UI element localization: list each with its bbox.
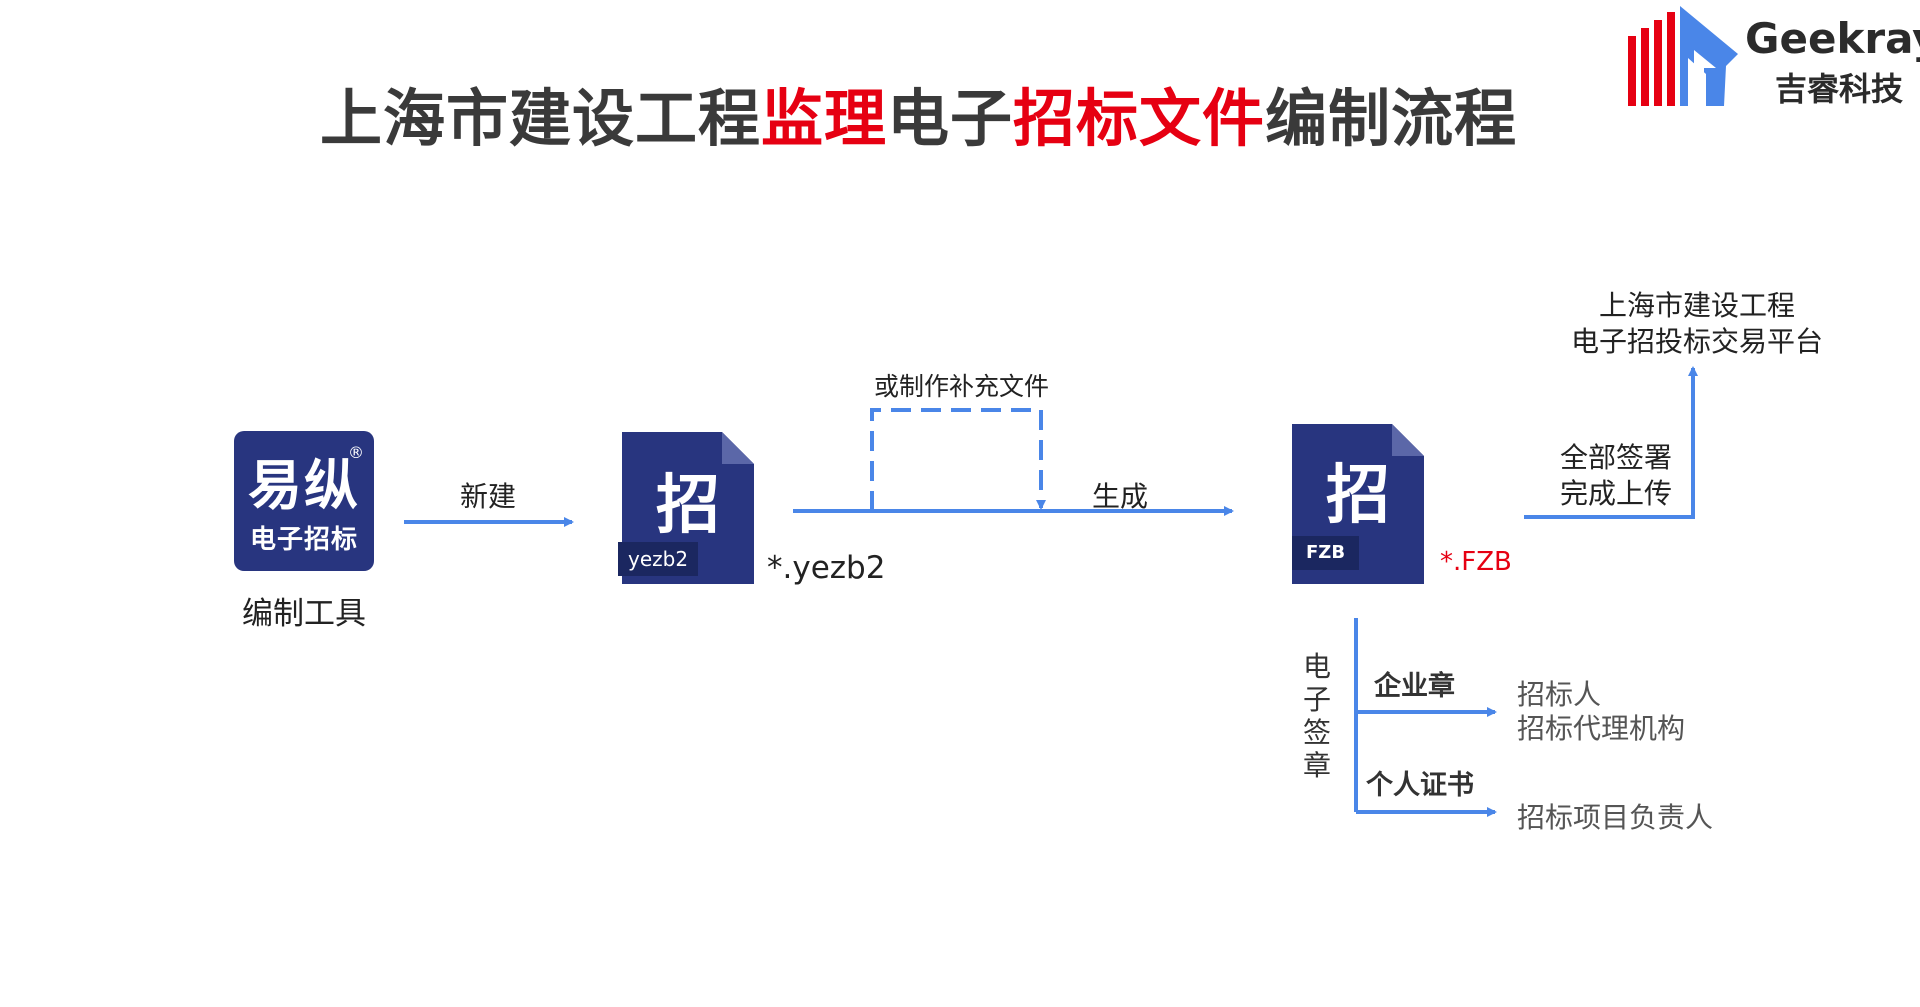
fzb-file-icon: 招 FZB [1292,424,1424,584]
title-part-2: 监理 [761,82,888,155]
file-icon-char: 招 [656,468,720,543]
page-title: 上海市建设工程监理电子招标文件编制流程 [320,68,1517,158]
yizong-app-icon: 易纵 ® 电子招标 [234,431,374,571]
supplement-dashed-loop [870,408,1046,511]
registered-mark: ® [348,443,364,462]
upload-step-label: 全部签署 完成上传 [1560,440,1672,512]
enterprise-target-tenderer: 招标人 [1517,678,1602,711]
enterprise-target-agency: 招标代理机构 [1517,712,1686,745]
personal-target-project-lead: 招标项目负责人 [1517,801,1714,834]
supplement-step-label: 或制作补充文件 [874,372,1050,401]
new-step-label: 新建 [460,480,517,513]
brand-name-cn: 吉睿科技 [1775,70,1904,108]
e-signature-vertical-label: 电子签章 [1302,650,1331,782]
file-icon-char: 招 [1326,458,1390,533]
upload-step-line-2: 完成上传 [1560,477,1673,510]
tool-label: 编制工具 [242,596,366,632]
personal-cert-label: 个人证书 [1366,770,1474,801]
title-part-4: 招标文件 [1013,82,1266,155]
title-part-5: 编制流程 [1265,82,1518,155]
upload-arrow [1524,366,1698,519]
file-tag: FZB [1292,536,1360,570]
upload-step-line-1: 全部签署 [1560,441,1673,474]
yezb2-file-icon: 招 yezb2 [618,432,754,584]
title-part-1: 上海市建设工程 [320,82,762,155]
platform-line-2: 电子招投标交易平台 [1570,325,1823,358]
title-part-3: 电子 [887,82,1014,155]
geekray-logo-icon [1628,6,1738,106]
app-icon-sub-text: 电子招标 [249,525,358,555]
enterprise-seal-label: 企业章 [1374,671,1455,702]
trading-platform-label: 上海市建设工程 电子招投标交易平台 [1562,288,1832,360]
fzb-extension-label: *.FZB [1440,547,1512,577]
file-tag: yezb2 [618,542,699,576]
platform-line-1: 上海市建设工程 [1598,289,1795,322]
app-icon-main-text: 易纵 [248,453,360,517]
generate-step-label: 生成 [1092,480,1149,513]
brand-name-en: Geekray [1745,14,1920,63]
yezb2-extension-label: *.yezb2 [767,550,886,586]
enterprise-seal-targets: 招标人 招标代理机构 [1517,678,1685,746]
